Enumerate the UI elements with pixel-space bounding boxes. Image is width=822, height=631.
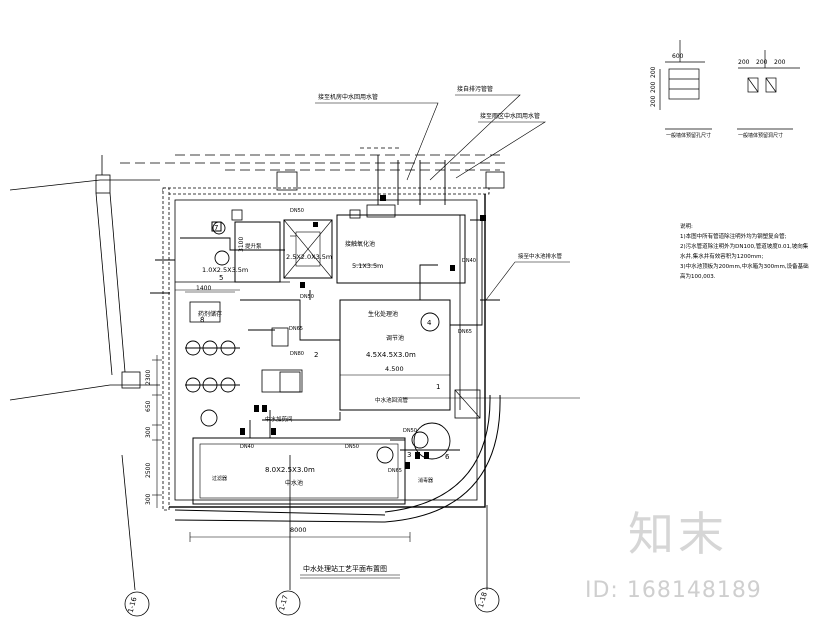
marker-4: 4 <box>427 319 432 327</box>
pipe-tag-4: DN50 <box>300 294 314 300</box>
tank3-level: 4.500 <box>385 365 404 373</box>
leaders <box>290 94 580 399</box>
dashed-service-lines <box>120 147 505 171</box>
notes-heading: 说明: <box>680 224 693 230</box>
tank2-sub: 接触氧化池 <box>345 240 375 248</box>
tank-2 <box>336 214 466 284</box>
tank4-name: 中水池 <box>285 479 303 487</box>
pump-room-label: 提升泵 <box>245 242 262 250</box>
watermark-brand: 知末 <box>628 507 728 561</box>
tank4-size: 8.0X2.5X3.0m <box>265 466 315 474</box>
dim-left-5: 300 <box>145 493 152 505</box>
watermark-id: ID: 168148189 <box>585 578 762 603</box>
legend-dim-l2: 200 <box>650 81 657 93</box>
pipe-tag-2: DN65 <box>289 326 303 332</box>
pipe-tag-7: DN50 <box>403 428 417 434</box>
note-2: 2)污水管道除注明外为DN100,管道坡度0.01,坡向集水井,集水井有效容积为… <box>680 244 809 260</box>
dim-left-2: 650 <box>145 400 152 412</box>
tank1-size: 2.5X2.0X3.5m <box>286 253 332 261</box>
axis-1-18 <box>474 587 500 613</box>
axis-1-16 <box>124 591 150 617</box>
pipe-tag-6: DN65 <box>458 329 472 335</box>
pipe-label-d: 接至中水池排水管 <box>518 252 563 260</box>
pipe-label-b: 接自排污管管 <box>457 85 493 93</box>
axis-label-1: 1-16 <box>127 596 139 614</box>
building-walls <box>162 171 505 511</box>
tank3-name: 调节池 <box>386 334 404 342</box>
equip-label: 中水加药间 <box>265 415 293 423</box>
pipe-tag-10: DN65 <box>388 468 402 474</box>
tank-3 <box>339 299 451 411</box>
dim-left-1: 2300 <box>145 370 152 385</box>
pipe-tag-5: DN40 <box>462 258 476 264</box>
marker-7: 7 <box>214 224 218 232</box>
legend-dim-r2: 200 <box>756 59 768 66</box>
axis-label-2: 1-17 <box>278 594 290 611</box>
note-1: 1)本图中所有管道除注明外均为钢塑复合管; <box>680 234 787 240</box>
tank3-sub: 生化处理池 <box>368 310 398 318</box>
marker-2: 2 <box>314 351 318 359</box>
storage-label: 药剂储存 <box>198 310 222 318</box>
marker-1: 1 <box>436 383 440 391</box>
pipe-tag-3: DN80 <box>290 351 304 357</box>
tank3-size: 4.5X4.5X3.0m <box>366 351 416 359</box>
pipe-label-c: 接至雨区中水回用水管 <box>480 112 540 120</box>
pipe-tag-1: DN50 <box>290 208 304 214</box>
pipes <box>150 155 500 451</box>
dim-top-left: 1400 <box>196 285 211 292</box>
axis-label-3: 1-18 <box>477 591 489 608</box>
curved-wall <box>174 394 501 523</box>
pipe-tag-9: DN50 <box>345 444 359 450</box>
disinfect-label: 消毒器 <box>418 477 433 484</box>
drawing-text: 接至机房中水回用水管 接自排污管管 接至雨区中水回用水管 接至中水池排水管 60… <box>127 53 786 614</box>
filter-label: 过滤器 <box>212 475 227 482</box>
grid-axes <box>121 454 500 617</box>
pipe-label-a: 接至机房中水回用水管 <box>318 93 378 101</box>
tank-1 <box>283 219 333 279</box>
axis-1-17 <box>275 590 301 616</box>
tank-4 <box>192 437 406 505</box>
legend-details <box>659 40 800 130</box>
design-notes: 说明: 1)本图中所有管道除注明外均为钢塑复合管; 2)污水管道除注明外为DN1… <box>680 222 810 282</box>
legend-dim-l1: 200 <box>650 66 657 78</box>
valves <box>211 195 486 469</box>
pumps <box>185 221 451 464</box>
dim-inner: 3100 <box>238 237 245 252</box>
legend-caption-left: 一般墙体预留孔尺寸 <box>666 132 711 139</box>
tank3-note: 中水池回流管 <box>375 396 409 404</box>
dimension-lines <box>152 291 411 579</box>
marker-8: 8 <box>200 316 204 324</box>
drawing-title: 中水处理站工艺平面布置图 <box>303 564 387 573</box>
tanks <box>175 214 481 505</box>
marker-3: 3 <box>407 451 411 459</box>
legend-dim-l3: 200 <box>650 95 657 107</box>
dim-bottom: 8000 <box>290 526 307 534</box>
room-small-size: 1.0X2.5X3.5m <box>202 266 248 274</box>
marker-6: 6 <box>445 453 450 461</box>
note-3: 3)中水池顶板为200mm,中水箱为300mm,设备基础高为100,003. <box>680 264 809 280</box>
pipe-tag-8: DN40 <box>240 444 254 450</box>
legend-dim-top: 600 <box>672 53 684 60</box>
marker-5: 5 <box>219 274 223 282</box>
dim-left-4: 2500 <box>145 463 152 478</box>
dim-left-3: 300 <box>145 426 152 438</box>
tank2-size: 5.1X3.5m <box>352 262 383 270</box>
site-boundary <box>9 155 160 401</box>
legend-dim-r1: 200 <box>738 59 750 66</box>
legend-dim-r3: 200 <box>774 59 786 66</box>
legend-caption-right: 一般墙体预留洞尺寸 <box>738 132 783 139</box>
